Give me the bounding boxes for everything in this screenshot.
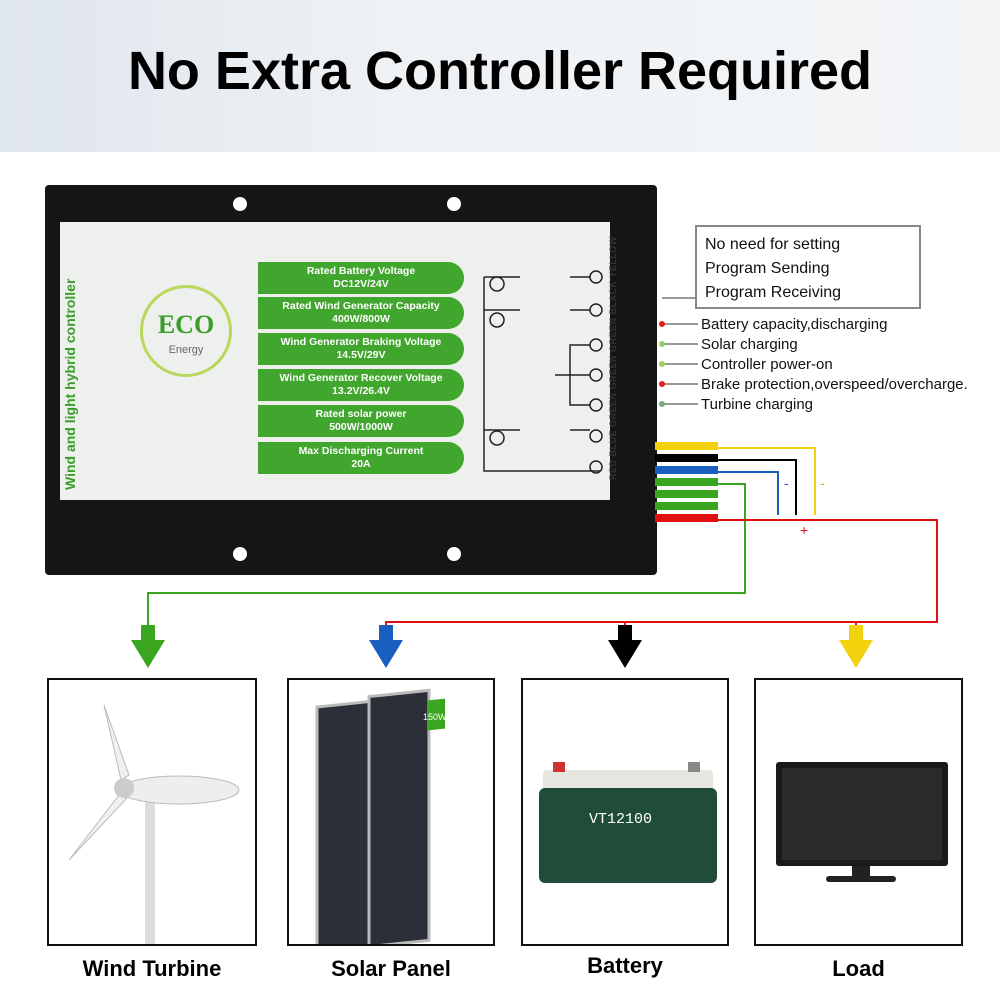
minus-sign: - [820,475,825,491]
led-label: Brake protection,overspeed/overcharge. [701,376,968,393]
solar-panel-image: 150W [287,678,495,946]
arrow-down-icon [839,625,873,668]
mount-hole [233,197,247,211]
arrows [131,625,873,668]
header-banner [0,0,1000,152]
minus-sign: - [784,475,789,491]
panel-badge: 150W [423,712,447,722]
terminal-lines [483,270,603,474]
arrow-down-icon [608,625,642,668]
plus-sign: + [800,522,808,538]
mount-hole [447,197,461,211]
page-title: No Extra Controller Required [127,41,873,101]
led-label: Controller power-on [701,356,833,373]
arrow-down-icon [131,625,165,668]
caption-load: Load [832,956,885,981]
led-label: Battery capacity,discharging [701,316,888,333]
mount-hole [447,547,461,561]
mount-hole [233,547,247,561]
battery-image: VT12100 [521,678,729,946]
load-monitor-image [754,678,963,946]
led-label: Solar charging [701,336,798,353]
wind-turbine-image [47,678,257,946]
led-label: Turbine charging [701,396,814,413]
wire-bundle [655,442,718,522]
battery-model: VT12100 [589,811,652,828]
caption-wind-turbine: Wind Turbine [82,956,222,981]
caption-solar-panel: Solar Panel [331,956,451,981]
caption-battery: Battery [587,953,663,978]
arrow-down-icon [369,625,403,668]
